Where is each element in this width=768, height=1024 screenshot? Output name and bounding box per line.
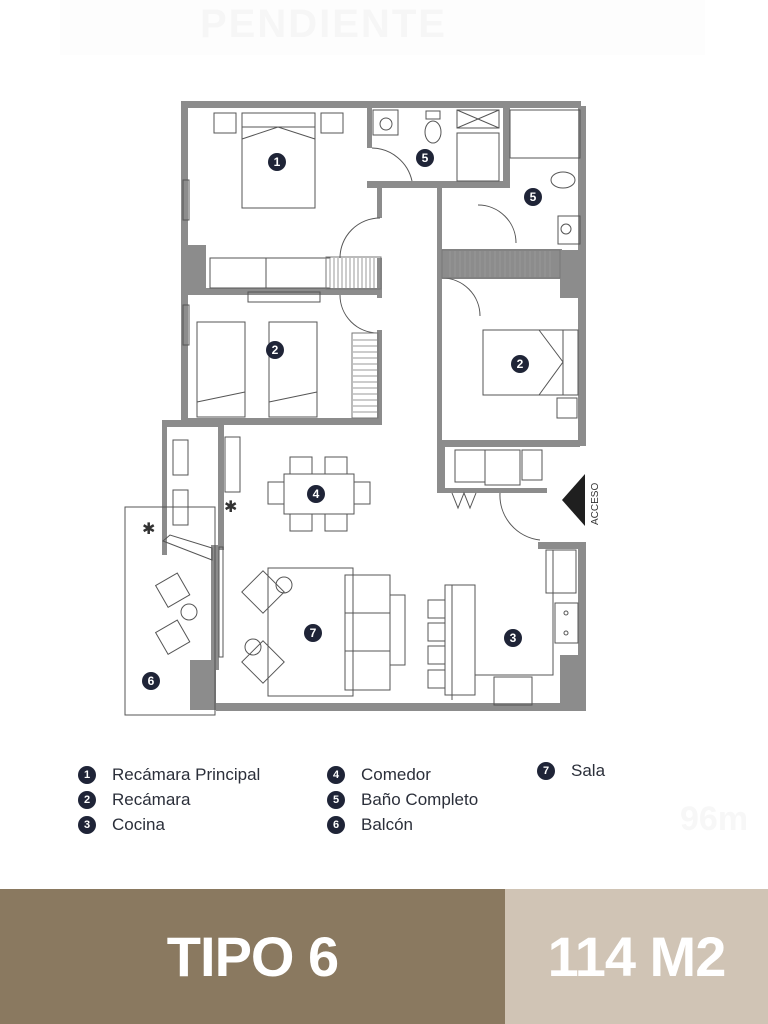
- marker-2b: 2: [511, 355, 529, 373]
- access-label: ACCESO: [590, 483, 601, 525]
- legend-label: Sala: [571, 760, 606, 780]
- svg-text:✱: ✱: [142, 521, 155, 538]
- marker-4: 4: [307, 485, 325, 503]
- unit-area-banner: 114 M2: [505, 889, 768, 1024]
- svg-text:6: 6: [148, 674, 155, 688]
- number-badge-icon: 6: [327, 815, 345, 834]
- floor-plan: ✱ ✱: [124, 101, 601, 716]
- svg-text:3: 3: [510, 631, 517, 645]
- unit-area-label: 114 M2: [547, 925, 727, 988]
- legend-label: Recámara Principal: [112, 764, 261, 784]
- kitchen: [427, 549, 579, 706]
- legend-item: 6 Balcón: [327, 812, 478, 837]
- room-markers: 1 5 5 2 2 4 7 3 6: [142, 149, 542, 690]
- room-legend: 1 Recámara Principal 2 Recámara 3 Cocina…: [78, 761, 678, 852]
- svg-text:4: 4: [313, 487, 320, 501]
- legend-label: Comedor: [361, 764, 431, 784]
- marker-5b: 5: [524, 188, 542, 206]
- number-badge-icon: 7: [537, 761, 555, 780]
- svg-text:5: 5: [422, 151, 429, 165]
- number-badge-icon: 4: [327, 765, 345, 784]
- svg-text:2: 2: [517, 357, 524, 371]
- marker-7: 7: [304, 624, 322, 642]
- number-badge-icon: 2: [78, 790, 96, 809]
- unit-type-label: TIPO 6: [166, 925, 339, 988]
- number-badge-icon: 3: [78, 815, 96, 834]
- legend-column-1: 1 Recámara Principal 2 Recámara 3 Cocina: [78, 762, 260, 837]
- legend-label: Balcón: [361, 814, 413, 834]
- legend-label: Recámara: [112, 789, 191, 809]
- faded-header-banner: PENDIENTE: [60, 0, 705, 55]
- master-bed: [213, 112, 344, 209]
- unit-type-banner: TIPO 6: [0, 889, 505, 1024]
- legend-column-3: 7 Sala: [537, 758, 605, 783]
- legend-item: 3 Cocina: [78, 812, 260, 837]
- balcony: ✱ ✱: [124, 439, 237, 716]
- svg-text:5: 5: [530, 190, 537, 204]
- legend-column-2: 4 Comedor 5 Baño Completo 6 Balcón: [327, 762, 478, 837]
- marker-2a: 2: [266, 341, 284, 359]
- legend-item: 2 Recámara: [78, 787, 260, 812]
- marker-5a: 5: [416, 149, 434, 167]
- number-badge-icon: 5: [327, 790, 345, 809]
- faded-area-text: 96m: [680, 800, 749, 838]
- legend-label: Cocina: [112, 814, 165, 834]
- access-arrow-icon: [562, 474, 585, 526]
- legend-item: 7 Sala: [537, 758, 605, 783]
- double-bed-right: [482, 329, 579, 419]
- number-badge-icon: 1: [78, 765, 96, 784]
- legend-label: Baño Completo: [361, 789, 479, 809]
- svg-text:7: 7: [310, 626, 317, 640]
- marker-3: 3: [504, 629, 522, 647]
- legend-item: 4 Comedor: [327, 762, 478, 787]
- faded-header-text: PENDIENTE: [200, 2, 447, 46]
- legend-item: 5 Baño Completo: [327, 787, 478, 812]
- svg-text:✱: ✱: [224, 499, 237, 516]
- legend-item: 1 Recámara Principal: [78, 762, 260, 787]
- marker-6: 6: [142, 672, 160, 690]
- twin-beds: [196, 291, 321, 418]
- living-furniture: [218, 546, 406, 697]
- dining-table: [224, 436, 371, 532]
- svg-text:2: 2: [272, 343, 279, 357]
- bath-fixtures: [372, 109, 581, 245]
- marker-1: 1: [268, 153, 286, 171]
- svg-text:1: 1: [274, 155, 281, 169]
